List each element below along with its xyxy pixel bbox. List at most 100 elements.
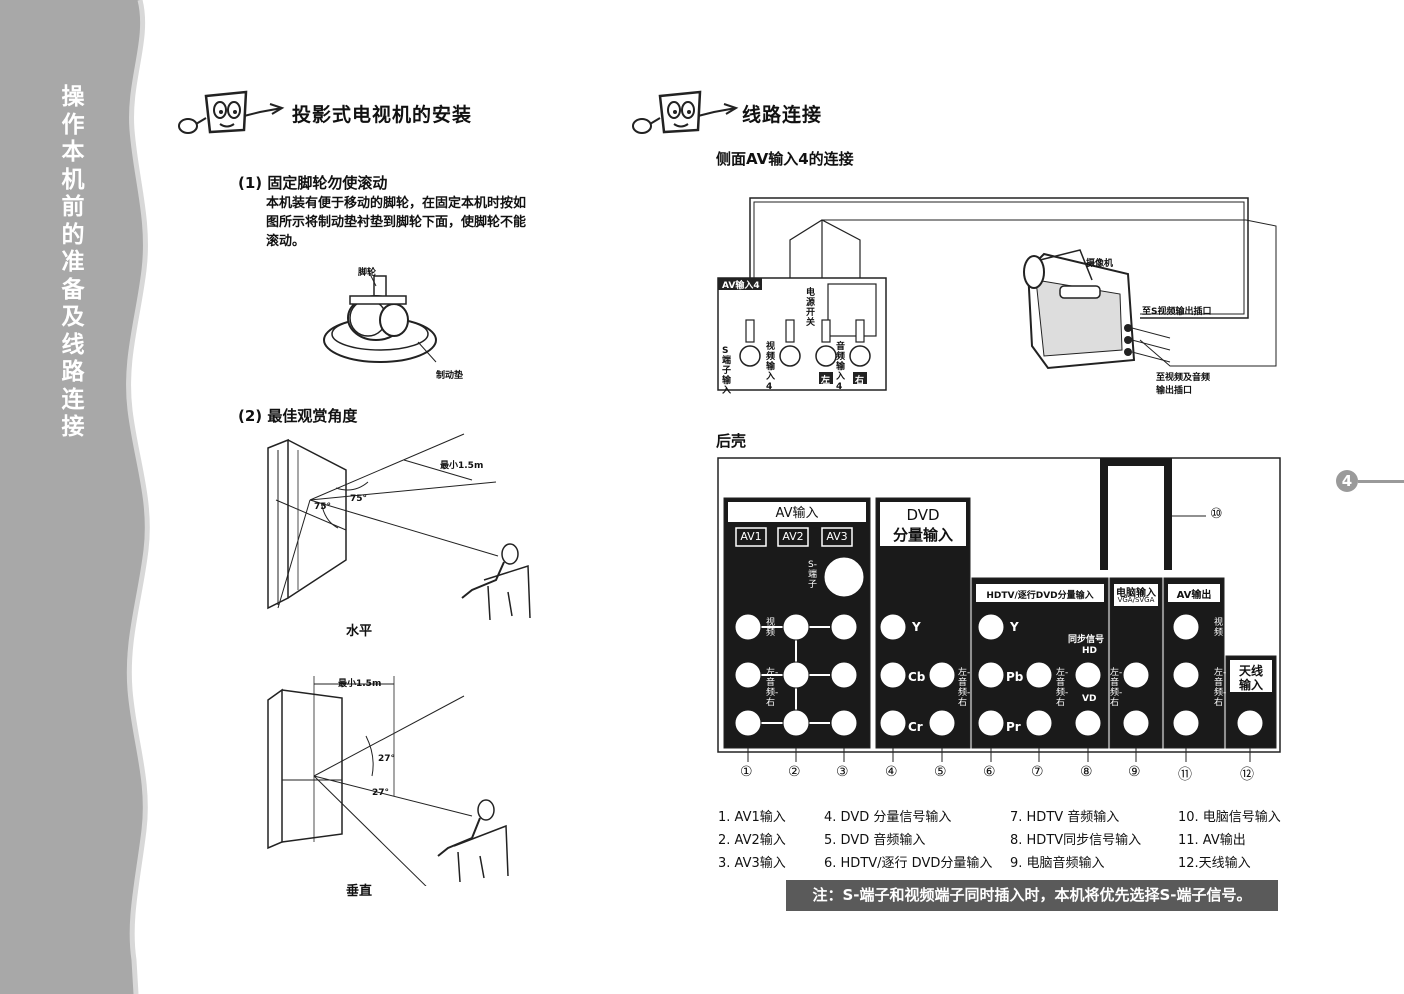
port-number-6: ⑥: [983, 764, 996, 780]
port-number-3: ③: [836, 764, 849, 780]
hd-label: HD: [1082, 646, 1098, 656]
audio-lr-label: 左-音频-右: [766, 668, 779, 708]
av1-label: AV1: [740, 530, 762, 543]
horizontal-angle-right: 75°: [350, 494, 368, 504]
legend-item: 8. HDTV同步信号输入: [1010, 833, 1142, 848]
sidebar-char: 备: [61, 276, 85, 303]
vertical-viewing-diagram: [267, 676, 509, 886]
legend-item: 4. DVD 分量信号输入: [824, 810, 952, 825]
port-number-12: ⑫: [1240, 767, 1254, 783]
legend-item: 12.天线输入: [1178, 856, 1251, 871]
mascot-icon: [632, 90, 739, 134]
port-number-7: ⑦: [1031, 764, 1044, 780]
horizontal-caption: 水平: [346, 624, 373, 639]
horizontal-angle-left: 75°: [314, 502, 332, 512]
legend-item: 9. 电脑音频输入: [1010, 856, 1105, 871]
camcorder-av-out-2: 输出插口: [1156, 386, 1193, 396]
sidebar-char: 本: [61, 139, 85, 165]
port-number-5: ⑤: [934, 764, 947, 780]
sidebar-char: 线: [61, 331, 85, 358]
sidebar-char: 接: [61, 414, 85, 440]
port-number-1: ①: [740, 764, 753, 780]
av-out-video-label: 视频: [1214, 618, 1224, 638]
pc-input-label: 电脑输入: [1116, 588, 1156, 599]
rear-panel-title: 后壳: [716, 432, 747, 450]
dvd-cb-label: Cb: [908, 670, 926, 684]
s-terminal-label: S-端子: [808, 560, 818, 590]
pc-audio-lr-label: 左-音频-右: [1110, 668, 1123, 708]
step1-body-line: 图所示将制动垫衬垫到脚轮下面，使脚轮不能: [266, 215, 527, 230]
step1-body-line: 本机装有便于移动的脚轮，在固定本机时按如: [266, 196, 527, 211]
video-input-label: 视频输入4: [766, 342, 776, 392]
vertical-caption: 垂直: [346, 884, 373, 899]
legend-item: 3. AV3输入: [718, 856, 786, 871]
sidebar-chapter-title: 操 作 本 机 前 的 准 备 及 线 路 连 接: [56, 84, 90, 442]
dvd-cr-label: Cr: [908, 720, 923, 734]
audio-left-label: 左: [821, 376, 831, 386]
hdtv-title: HDTV/逐行DVD分量输入: [986, 591, 1094, 601]
label-brake-pad: 制动垫: [436, 371, 464, 381]
av3-label: AV3: [826, 530, 848, 543]
vertical-min-distance: 最小1.5m: [338, 679, 382, 689]
step1-body-line: 滚动。: [266, 234, 306, 249]
hdtv-audio-lr-label: 左-音频-右: [1056, 668, 1069, 708]
hdtv-pb-label: Pb: [1006, 670, 1024, 684]
rear-panel-diagram: [717, 457, 1281, 762]
callout-10: ⑩: [1210, 506, 1223, 522]
port-number-8: ⑧: [1080, 764, 1093, 780]
horizontal-min-distance: 最小1.5m: [440, 461, 484, 471]
sidebar-char: 前: [61, 194, 85, 220]
legend-item: 10. 电脑信号输入: [1178, 810, 1281, 825]
hdtv-pr-label: Pr: [1006, 720, 1021, 734]
right-section-heading: 线路连接: [742, 104, 823, 126]
label-caster: 脚轮: [358, 268, 377, 278]
left-section-heading: 投影式电视机的安装: [292, 104, 473, 126]
audio-right-label: 右: [855, 376, 865, 386]
sidebar-wave-band: [0, 0, 150, 994]
audio-input-label: 音频输入4: [836, 342, 846, 392]
port-number-2: ②: [788, 764, 801, 780]
dvd-audio-lr-label: 左-音频-右: [958, 668, 971, 708]
sidebar-char: 准: [61, 249, 85, 275]
legend-item: 2. AV2输入: [718, 833, 786, 848]
sidebar-char: 的: [61, 221, 85, 248]
sidebar-char: 作: [61, 111, 85, 138]
s-input-label: S端子输入: [722, 346, 732, 396]
camcorder-s-video-out: 至S视频输出插口: [1142, 307, 1212, 317]
port-number-11: ⑪: [1178, 767, 1192, 783]
sidebar-char: 路: [61, 359, 85, 385]
legend-item: 1. AV1输入: [718, 810, 786, 825]
sidebar-char: 及: [61, 304, 85, 330]
sidebar-char: 机: [61, 166, 85, 193]
legend-item: 6. HDTV/逐行 DVD分量输入: [824, 856, 993, 871]
side-av-title: 侧面AV输入4的连接: [716, 150, 854, 168]
sidebar-char: 操: [61, 84, 85, 110]
video-label: 视频: [766, 618, 776, 638]
av-out-audio-lr-label: 左-音频-右: [1214, 668, 1227, 708]
page-tab-line: [1358, 480, 1404, 483]
av2-label: AV2: [782, 530, 804, 543]
step1-body: 本机装有便于移动的脚轮，在固定本机时按如 图所示将制动垫衬垫到脚轮下面，使脚轮不…: [266, 194, 526, 251]
mascot-icon: [178, 90, 285, 134]
antenna-label-1: 天线: [1238, 664, 1263, 678]
port-number-9: ⑨: [1128, 764, 1141, 780]
dvd-title-1: DVD: [906, 506, 940, 524]
priority-note-banner: 注：S-端子和视频端子同时插入时，本机将优先选择S-端子信号。: [786, 880, 1278, 911]
hdtv-y-label: Y: [1010, 620, 1019, 634]
step2-title: (2) 最佳观赏角度: [238, 407, 358, 425]
dvd-y-label: Y: [912, 620, 921, 634]
vd-label: VD: [1082, 694, 1097, 704]
horizontal-viewing-diagram: [267, 433, 531, 621]
camcorder-av-out-1: 至视频及音频: [1156, 373, 1211, 383]
sidebar-char: 连: [61, 386, 85, 413]
dvd-title-2: 分量输入: [892, 526, 953, 544]
side-av-connection-diagram: [717, 197, 1277, 391]
camcorder-label: 摄像机: [1086, 259, 1114, 269]
antenna-label-2: 输入: [1238, 678, 1263, 692]
side-panel-label: AV输入4: [722, 281, 760, 291]
legend-item: 5. DVD 音频输入: [824, 833, 926, 848]
legend-item: 7. HDTV 音频输入: [1010, 810, 1120, 825]
legend-item: 11. AV输出: [1178, 833, 1246, 848]
page-number-badge: 4: [1336, 470, 1358, 492]
caster-illustration: [323, 269, 437, 363]
